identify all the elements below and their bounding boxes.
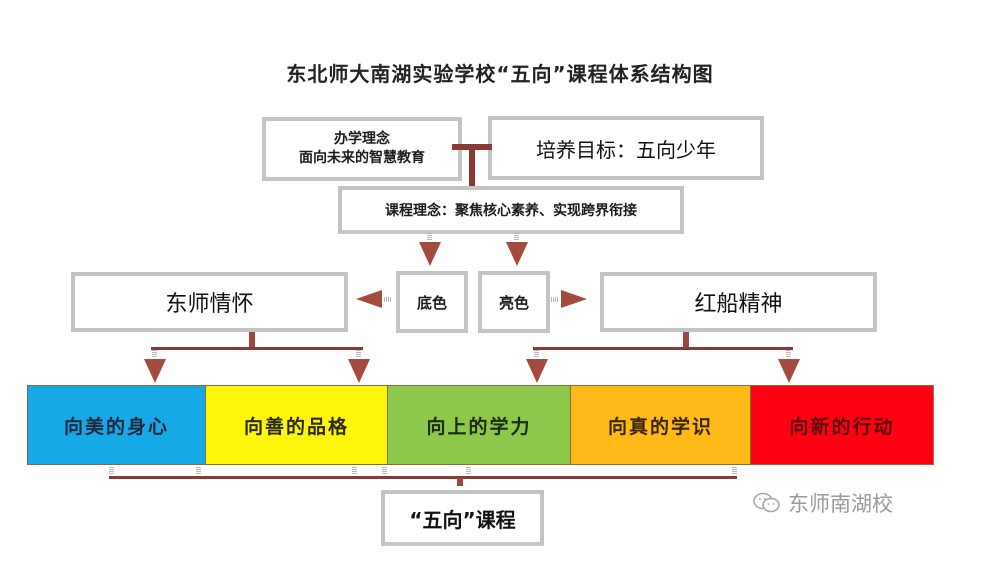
bottom-bar [109, 476, 737, 479]
bright-color-box: 亮色 [478, 271, 550, 333]
arrow-down-bright-icon [506, 242, 528, 266]
band-character: 向善的品格 [205, 385, 387, 465]
diagram-title: 东北师大南湖实验学校“五向”课程体系结构图 [286, 62, 714, 86]
base-color-box: 底色 [396, 271, 468, 333]
connector-tick [352, 467, 357, 475]
left-branch-box: 东师情怀 [71, 272, 348, 332]
left-branch-stub [249, 332, 255, 348]
t-connector-vertical [469, 144, 475, 190]
right-branch-stub [683, 332, 689, 348]
right-branch-bar [533, 347, 793, 350]
course-concept-box: 课程理念：聚焦核心素养、实现跨界衔接 [338, 186, 684, 234]
arrow-down-icon [348, 359, 370, 383]
connector-tick [152, 350, 157, 358]
connector-tick [514, 233, 519, 241]
arrow-down-icon [526, 359, 548, 383]
connector-tick [551, 297, 559, 302]
band-label: 向新的行动 [789, 415, 895, 438]
training-goal-box: 培养目标：五向少年 [488, 116, 764, 180]
connector-tick [356, 350, 361, 358]
connector-tick [109, 467, 114, 475]
band-label: 向美的身心 [63, 415, 169, 438]
band-label: 向上的学力 [426, 415, 532, 438]
connector-tick [732, 467, 737, 475]
band-label: 向真的学识 [607, 415, 713, 438]
connector-tick [382, 467, 387, 475]
left-branch-bar [151, 347, 363, 350]
band-label: 向善的品格 [243, 415, 349, 438]
right-branch-box: 红船精神 [600, 272, 877, 332]
school-philosophy-heading: 办学理念 [334, 131, 390, 147]
arrow-down-icon [144, 359, 166, 383]
band-learning-ability: 向上的学力 [387, 385, 570, 465]
school-philosophy-text: 面向未来的智慧教育 [299, 150, 425, 166]
connector-tick [427, 233, 432, 241]
connector-tick [196, 467, 201, 475]
watermark-text: 东师南湖校 [788, 492, 893, 516]
arrow-left-icon [356, 290, 382, 308]
arrow-down-icon [778, 359, 800, 383]
arrow-right-icon [561, 290, 587, 308]
five-direction-course-box: “五向”课程 [381, 490, 544, 546]
band-action: 向新的行动 [750, 385, 934, 465]
connector-tick [534, 350, 539, 358]
watermark: 东师南湖校 [752, 488, 893, 518]
connector-tick [384, 297, 392, 302]
band-knowledge: 向真的学识 [570, 385, 750, 465]
band-body-mind: 向美的身心 [27, 385, 205, 465]
connector-tick [786, 350, 791, 358]
connector-tick [466, 467, 471, 475]
wechat-icon [752, 491, 782, 515]
arrow-down-base-icon [419, 242, 441, 266]
school-philosophy-box: 办学理念 面向未来的智慧教育 [262, 117, 462, 181]
bottom-stub [457, 478, 463, 486]
